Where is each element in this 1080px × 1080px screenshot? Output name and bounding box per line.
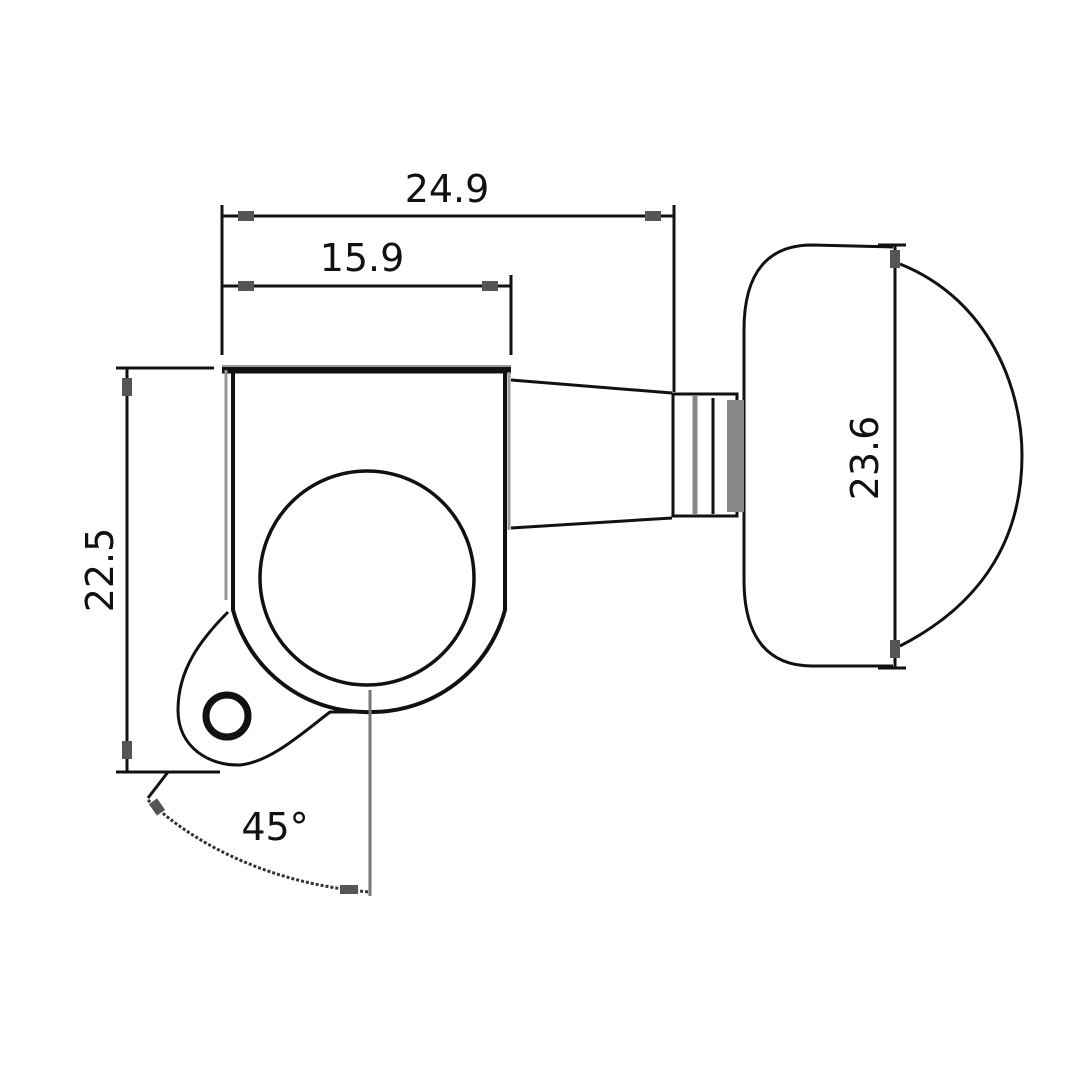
shaft-bottom-edge bbox=[510, 516, 673, 530]
arrow-down-icon bbox=[890, 640, 900, 658]
dimension-label-22-5: 22.5 bbox=[78, 528, 122, 613]
button-dome-outline bbox=[899, 262, 1024, 648]
arrow-right-icon bbox=[645, 211, 661, 221]
arrow-up-icon bbox=[122, 378, 132, 396]
dimension-label-45-deg: 45° bbox=[241, 805, 308, 849]
arrow-up-icon bbox=[890, 250, 900, 268]
angle-arc bbox=[146, 798, 371, 894]
button bbox=[736, 243, 1024, 668]
arrow-right-icon bbox=[340, 885, 358, 894]
dimension-label-24-9: 24.9 bbox=[405, 167, 490, 211]
housing-outline bbox=[231, 370, 507, 715]
collar bbox=[671, 392, 739, 518]
screw-hole bbox=[202, 691, 252, 741]
dimension-mount-angle: 45° bbox=[146, 690, 372, 896]
arrow-right-icon bbox=[482, 281, 498, 291]
angle-leader-line bbox=[146, 771, 170, 799]
collar-ring bbox=[727, 400, 737, 512]
dimension-label-23-6: 23.6 bbox=[843, 416, 887, 501]
arrow-left-icon bbox=[148, 798, 166, 816]
dimension-housing-height: 22.5 bbox=[78, 366, 220, 774]
dimension-overall-length: 24.9 bbox=[220, 167, 676, 392]
shaft-top-edge bbox=[510, 378, 673, 395]
dimension-button-height: 23.6 bbox=[843, 243, 906, 670]
arrow-down-icon bbox=[122, 741, 132, 759]
post-hole bbox=[258, 469, 476, 687]
dimension-label-15-9: 15.9 bbox=[320, 236, 405, 280]
arrow-left-icon bbox=[238, 281, 254, 291]
mounting-ear-outline bbox=[176, 610, 372, 767]
housing bbox=[222, 365, 511, 715]
dimension-housing-width: 15.9 bbox=[222, 236, 513, 355]
arrow-left-icon bbox=[238, 211, 254, 221]
mounting-ear bbox=[176, 610, 372, 767]
shaft bbox=[507, 372, 673, 530]
